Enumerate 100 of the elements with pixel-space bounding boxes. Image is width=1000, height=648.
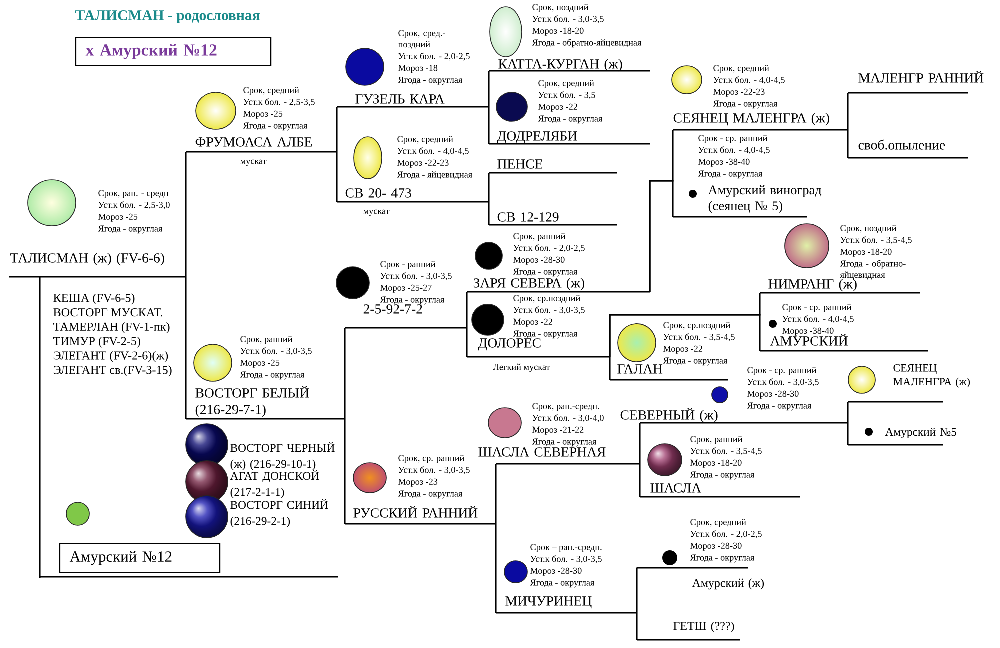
underlined-name: СЕЯНЕЦ МАЛЕНГРА (ж) <box>848 364 970 403</box>
detail-text: Мороз -25 <box>240 360 280 368</box>
detail-text: Мороз -25 <box>98 214 138 222</box>
connector-line <box>495 464 497 524</box>
connector-line <box>488 107 490 144</box>
connector-line <box>639 423 641 464</box>
detail-text: Уст.к бол. - 3,0-3,5 <box>398 466 470 475</box>
variety-name: ТИМУР (FV-2-5) <box>54 336 140 348</box>
underlined-name: РУССКИЙ РАННИЙ <box>345 506 496 525</box>
underlined-name: Амурский №5 <box>848 428 957 446</box>
detail-text: Ягода - округлая <box>398 77 462 85</box>
connector-line <box>847 93 849 130</box>
underlined-name: ДОЛОРЕС <box>467 338 610 358</box>
connector-line <box>847 130 849 158</box>
detail-text: Срок, ранний <box>514 233 566 242</box>
underlined-name: СВ 20- 473 <box>337 188 489 203</box>
underlined-name: ГЕТШ (???) <box>637 622 740 641</box>
title: ТАЛИСМАН - родословная <box>76 10 260 24</box>
underlined-name: ГУЗЕЛЬ КАРА <box>337 94 489 108</box>
detail-text: Мороз -18-20 <box>840 248 892 257</box>
connector-line <box>488 202 490 226</box>
underlined-name: ВОСТОРГ БЕЛЫЙ (216-29-7-1) <box>186 386 345 420</box>
detail-text: Мороз -23 <box>398 478 438 487</box>
connector-line <box>636 613 638 640</box>
detail-text: Мороз -28-30 <box>530 568 582 576</box>
detail-text: Уст.к бол. - 3,0-3,5 <box>240 348 312 356</box>
variety-name: ЭЛЕГАНТ (FV-2-6)(ж) <box>54 351 168 362</box>
connector-line <box>488 71 490 108</box>
underlined-name: СЕЯНЕЦ МАЛЕНГРА (ж) <box>673 113 848 131</box>
connector-line <box>336 107 338 152</box>
detail-text: Ягода - округлая <box>663 358 728 366</box>
connector-line <box>609 314 761 358</box>
detail-text: Уст.к бол. - 3,0-3,5 <box>380 272 452 281</box>
detail-text: Уст.к бол. - 3,0-3,5 <box>748 378 819 387</box>
detail-text: Уст.к бол. - 3,0-3,5 <box>514 306 585 315</box>
detail-text: Ягода - округлая <box>698 170 762 179</box>
detail-text: Мороз -22 <box>538 104 578 112</box>
note-text: Легкий мускат <box>493 364 550 372</box>
detail-text: Мороз -28-30 <box>748 390 799 399</box>
detail-text: Срок, ранний <box>690 436 742 444</box>
underlined-name: Амурский виноград (сеянец № 5) <box>673 185 822 218</box>
connector-line <box>649 180 674 292</box>
detail-text: Мороз -28-30 <box>514 256 565 265</box>
name-box: Амурский №12 <box>40 543 338 578</box>
detail-text: Мороз -18-20 <box>532 28 584 36</box>
detail-text: Ягода - округлая <box>513 330 578 339</box>
note-text: мускат <box>364 210 390 216</box>
detail-text: Мороз -22 <box>514 318 552 327</box>
detail-text: Уст.к бол. - 3,5 <box>538 92 596 100</box>
connector-line <box>847 402 849 424</box>
detail-text: Срок - ср. ранний <box>698 135 768 144</box>
detail-text: Срок - ср. ранний <box>748 367 816 376</box>
detail-text: Ягода - округлая <box>243 122 308 131</box>
detail-text: Ягода - округлая <box>98 226 162 234</box>
detail-text: Срок, поздний <box>532 4 589 12</box>
detail-text: Уст.к бол. - 2,5-3,5 <box>244 98 315 107</box>
detail-text: Срок, поздний <box>840 225 897 234</box>
underlined-name: КАТТА-КУРГАН (ж) <box>489 59 650 72</box>
detail-text: Ягода - округлая <box>747 402 812 411</box>
detail-text: Ягода - обратно-яйцевидная <box>532 39 642 48</box>
detail-text: Срок, средний <box>690 519 746 528</box>
detail-text: Уст.к бол. - 2,0-2,5 <box>690 530 762 539</box>
connector-line <box>344 419 346 524</box>
connector-line <box>336 152 338 202</box>
variety-name: ВОСТОРГ СИНИЙ (216-29-2-1) <box>230 499 328 528</box>
detail-text: Срок - ранний <box>380 261 436 270</box>
detail-text: Ягода - округлая <box>530 580 594 588</box>
variety-name: ТАМЕРЛАН (FV-1-пк) <box>54 322 170 334</box>
detail-text: Уст.к бол. - 4,0-4,5 <box>698 146 770 155</box>
connector-line <box>488 173 490 202</box>
detail-text: Мороз -25 <box>244 110 283 119</box>
detail-text: Ягода - округлая <box>240 372 304 380</box>
detail-text: Уст.к бол. - 3,5-4,5 <box>840 236 912 245</box>
detail-text: Мороз -22 <box>664 346 702 354</box>
underlined-name: МИЧУРИНЕЦ <box>496 596 637 614</box>
connector-line <box>495 524 497 614</box>
note-text: мускат <box>240 160 267 166</box>
detail-text: Мороз -38-40 <box>782 328 834 336</box>
detail-text: Ягода - округлая <box>513 268 578 277</box>
detail-text: Уст.к бол. - 2,5-3,0 <box>98 202 170 210</box>
detail-text: Срок, сред.- поздний <box>398 30 446 50</box>
underlined-name: СВ 12-129 <box>489 212 617 226</box>
connector-line <box>636 568 638 614</box>
variety-name: ЭЛЕГАНТ св.(FV-3-15) <box>54 366 172 377</box>
underlined-name: 2-5-92-7-2 <box>345 304 467 329</box>
detail-text: Срок, средний <box>714 65 770 74</box>
detail-text: Мороз -22-23 <box>714 88 765 97</box>
detail-text: Уст.к бол. - 3,0-3,5 <box>532 16 604 24</box>
detail-text: Ягода - яйцевидная <box>397 171 472 180</box>
underlined-name: Амурский (ж) <box>637 567 764 590</box>
detail-text: Уст.к бол. - 2,0-2,5 <box>398 52 470 61</box>
detail-text: Срок, средний <box>538 80 594 88</box>
connector-line <box>609 357 611 380</box>
detail-text: Срок – ран.-средн. <box>530 544 602 552</box>
detail-text: Срок, ср.поздний <box>514 295 580 304</box>
variety-name: КЕША (FV-6-5) <box>54 294 135 305</box>
detail-text: Ягода - округлая <box>690 554 754 563</box>
detail-text: Уст.к бол. - 3,0-3,5 <box>530 556 602 564</box>
detail-text: Ягода - округлая <box>380 296 444 305</box>
underlined-name: ЗАРЯ СЕВЕРА (ж) <box>467 278 650 293</box>
